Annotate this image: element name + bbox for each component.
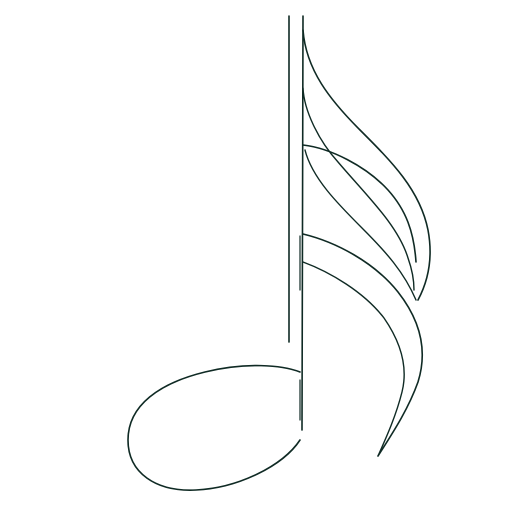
flag-upper-outer <box>302 29 431 301</box>
flag-middle-bottom <box>304 149 417 301</box>
flag-upper-inner <box>302 87 415 291</box>
stem-right-edge <box>301 15 304 431</box>
flag-middle-top <box>302 144 417 263</box>
note-head <box>127 364 301 491</box>
flag-lower-bottom <box>302 261 405 457</box>
flag-lower-top <box>302 233 424 457</box>
